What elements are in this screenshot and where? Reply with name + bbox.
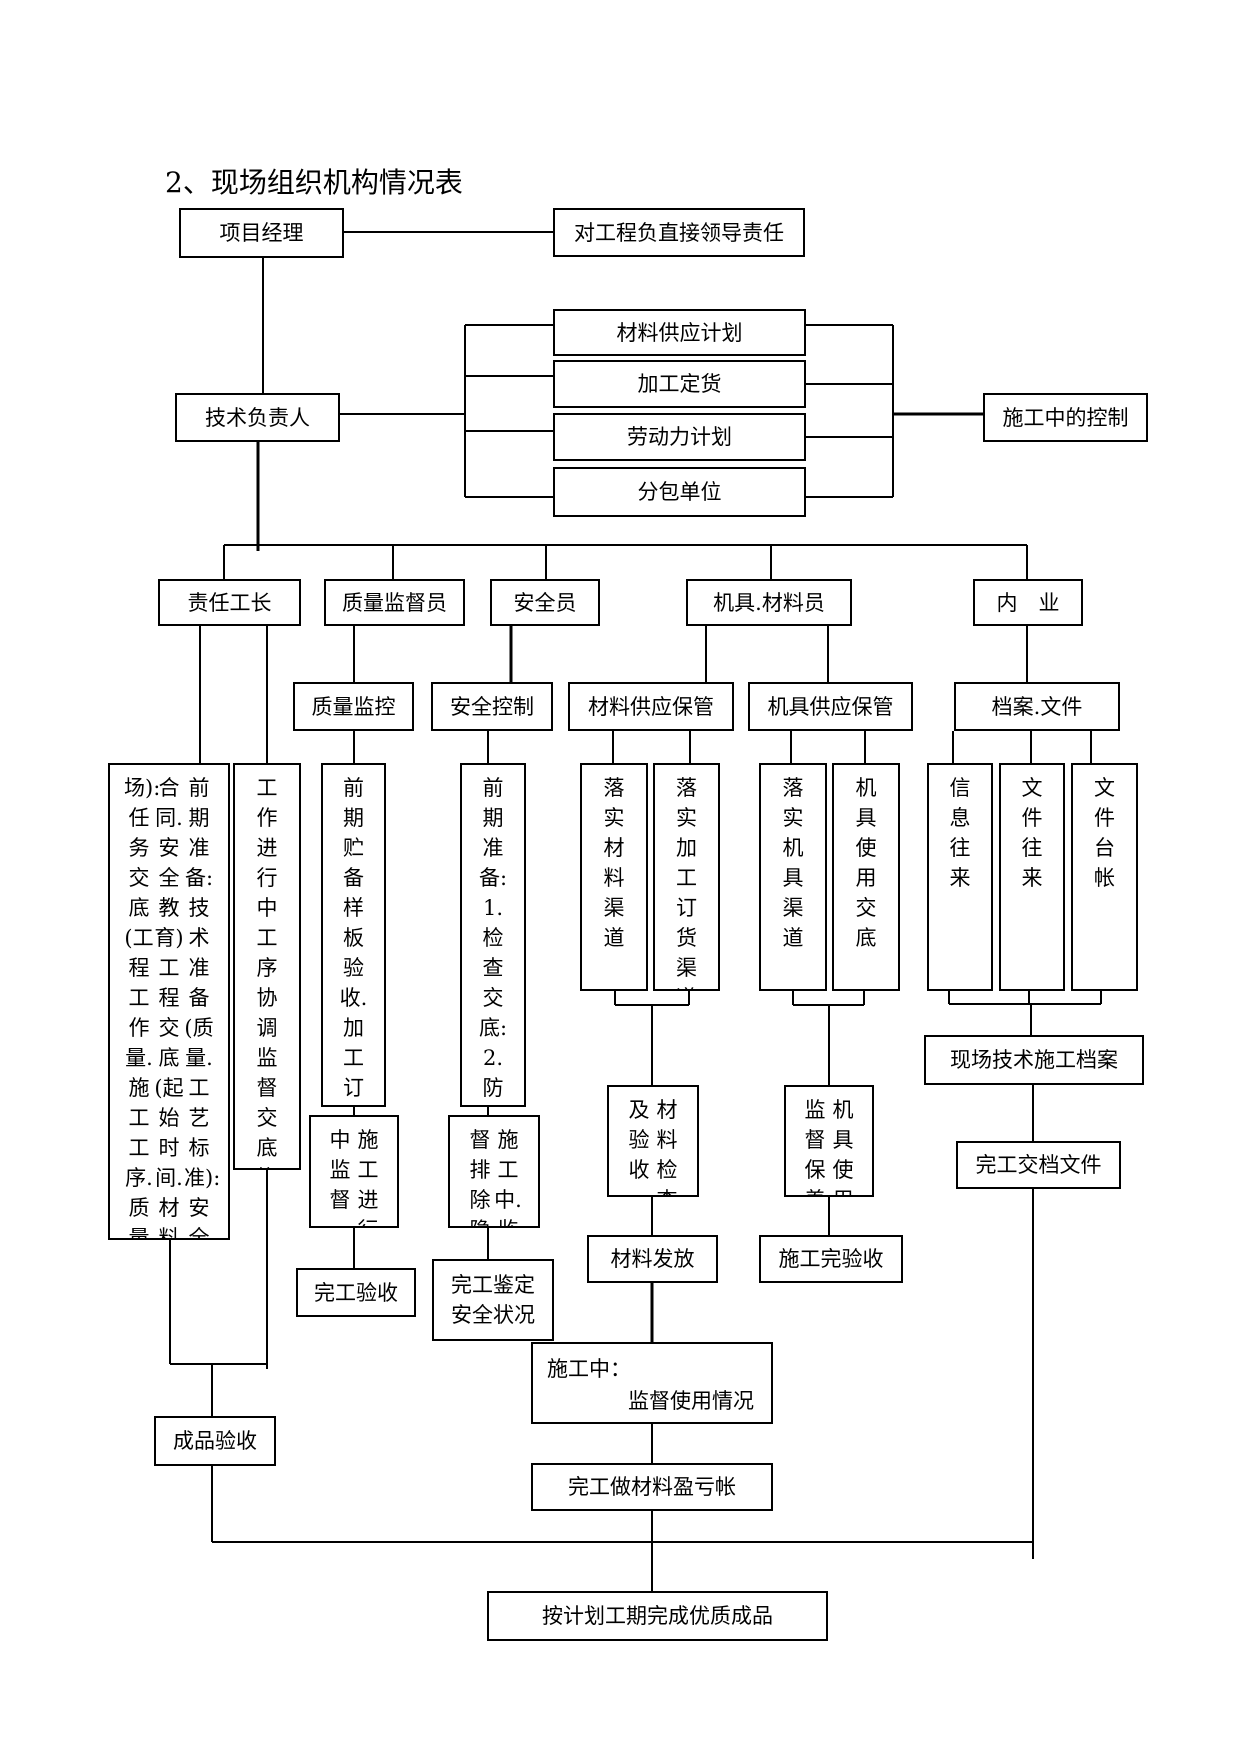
safety-done-line2: 安全状况 [451,1303,535,1327]
safety-completion-box: 完工鉴定 安全状况 [432,1259,554,1341]
foreman-work-col: 工作进行中工序协调监督交底执行情况 [256,776,278,1168]
machinery-supervision-col1: 机具使用 [832,1098,854,1195]
safety-preparation-box: 前期准备:1.检查交底:2.防护检查 [460,763,526,1107]
plan-material-box: 材料供应计划 [553,309,806,356]
project-manager-box: 项目经理 [179,208,344,258]
construction-control-box: 施工中的控制 [983,393,1148,442]
machinery-completion-box: 施工完验收 [759,1235,903,1283]
processing-channel-box: 落实加工订货渠道 [653,763,720,991]
material-balance-box: 完工做材料盈亏帐 [531,1463,773,1511]
doc-exchange-box: 文件往来 [999,763,1065,991]
quality-prep-col: 前期贮备样板验收.加工订货验收 [339,776,368,1100]
during-use-line2: 监督使用情况 [628,1389,754,1413]
machinery-supervision-col2: 监督保养 [804,1098,826,1195]
processing-channel-col: 落实加工订货渠道 [676,776,697,989]
machinery-handover-col: 机具使用交底 [855,776,877,950]
info-exchange-col: 信息往来 [949,776,971,890]
quality-preparation-box: 前期贮备样板验收.加工订货验收 [321,763,386,1107]
quality-during-box: 施工进行 中监督 [309,1115,399,1228]
machinery-supervision-box: 机具使用 监督保养 [784,1085,874,1197]
material-channel-col: 落实材料渠道 [603,776,625,950]
info-exchange-box: 信息往来 [927,763,993,991]
machinery-handover-box: 机具使用交底 [832,763,900,991]
site-archive-box: 现场技术施工档案 [924,1035,1144,1085]
material-inspection-box: 材料检查 及验收 [607,1085,699,1197]
foreman-prep-col2: 合同.安全教育)工程交底(起始时间.材料机具进入现 [154,776,184,1240]
completion-docs-box: 完工交档文件 [956,1141,1121,1189]
quality-during-col1: 施工进行 [357,1128,379,1226]
doc-ledger-box: 文件台帐 [1071,763,1138,991]
foreman-prep-col3: 场):任务交底(工程工作量.施工工序.质量验收) [124,776,161,1240]
machinery-supply-box: 机具供应保管 [748,682,913,731]
plan-subcontract-box: 分包单位 [553,467,806,517]
safety-officer-box: 安全员 [490,579,600,626]
foreman-prep-col1: 前期准备:技术准备(质量.工艺标准):安全交底(签定 [184,776,221,1240]
quality-completion-box: 完工验收 [296,1268,416,1317]
foreman-work-box: 工作进行中工序协调监督交底执行情况 [233,763,301,1170]
plan-labor-box: 劳动力计划 [553,413,806,461]
safety-done-line1: 完工鉴定 [451,1273,535,1297]
during-use-line1: 施工中： [547,1357,631,1381]
material-channel-box: 落实材料渠道 [580,763,648,991]
quality-supervisor-box: 质量监督员 [324,579,465,626]
safety-prep-col: 前期准备:1.检查交底:2.防护检查 [479,776,508,1100]
manager-duty-box: 对工程负直接领导责任 [553,208,805,257]
machinery-channel-box: 落实机具渠道 [759,763,827,991]
internal-affairs-box: 内 业 [973,579,1083,626]
final-goal-box: 按计划工期完成优质成品 [487,1591,828,1641]
during-use-box: 施工中： 监督使用情况 [531,1342,773,1424]
safety-during-col1: 施工中.监 [494,1128,522,1226]
foreman-box: 责任工长 [158,579,301,626]
safety-during-col2: 督排除隐 [469,1128,491,1226]
tech-lead-box: 技术负责人 [175,393,340,442]
material-inspection-col1: 材料检查 [656,1098,678,1195]
material-issue-box: 材料发放 [587,1235,718,1283]
doc-exchange-col: 文件往来 [1021,776,1043,890]
page-title: 2、现场组织机构情况表 [165,166,463,199]
doc-ledger-col: 文件台帐 [1094,776,1115,890]
safety-control-box: 安全控制 [431,682,553,731]
material-inspection-col2: 及验收 [628,1098,650,1182]
product-check-box: 成品验收 [154,1416,276,1466]
quality-during-col2: 中监督 [329,1128,351,1212]
machinery-material-officer-box: 机具.材料员 [686,579,852,626]
material-supply-box: 材料供应保管 [568,682,734,731]
machinery-channel-col: 落实机具渠道 [782,776,804,950]
safety-during-box: 施工中.监 督排除隐 [448,1115,540,1228]
archive-file-box: 档案.文件 [954,682,1120,731]
foreman-preparation-box: 前期准备:技术准备(质量.工艺标准):安全交底(签定 合同.安全教育)工程交底(… [108,763,230,1240]
plan-processing-box: 加工定货 [553,360,806,408]
quality-monitor-box: 质量监控 [293,682,414,731]
